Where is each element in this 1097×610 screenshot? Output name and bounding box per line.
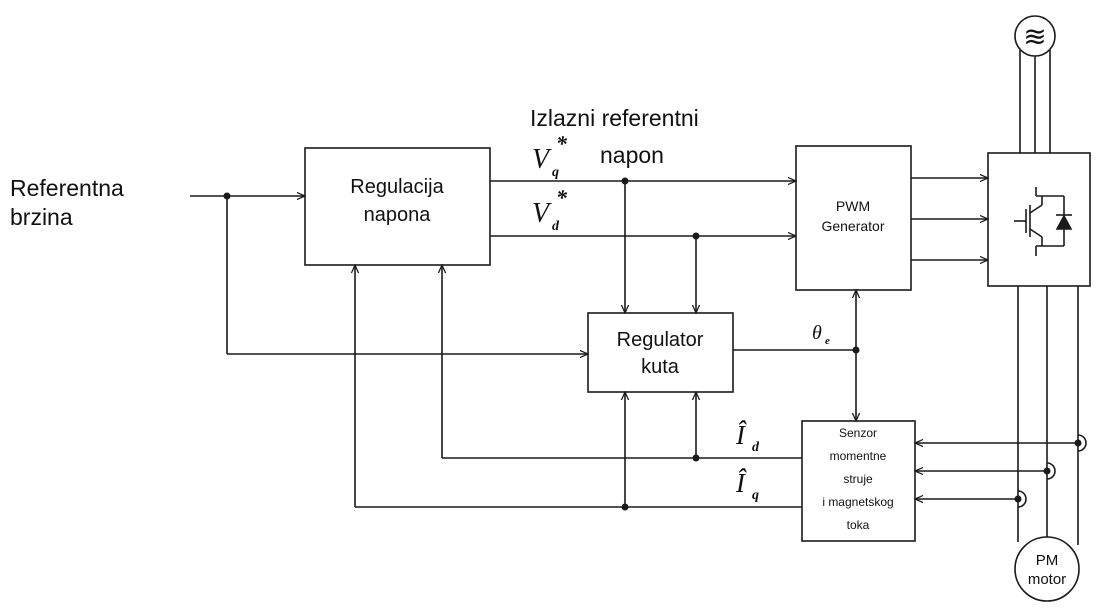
vd-signal-label: V d * [532, 185, 568, 234]
sensor-label-line1: Senzor [839, 426, 877, 440]
ac-source: ≋ [1014, 15, 1056, 57]
svg-text:Î: Î [735, 420, 747, 450]
output-reference-label-line2: napon [600, 142, 664, 168]
svg-text:e: e [825, 335, 830, 347]
svg-text:V: V [532, 144, 552, 175]
sensor-label-line2: momentne [830, 449, 887, 463]
pwm-label-line1: PWM [836, 198, 870, 214]
svg-text:*: * [556, 131, 568, 156]
svg-text:q: q [752, 488, 759, 503]
svg-text:*: * [556, 185, 568, 210]
sensor-label-line4: i magnetskog [822, 495, 893, 509]
voltage-regulation-label-line1: Regulacija [350, 176, 444, 198]
reference-speed-label-line1: Referentna [10, 175, 124, 201]
svg-text:d: d [752, 440, 760, 455]
svg-text:q: q [552, 165, 559, 180]
motor-label-line1: PM [1036, 552, 1059, 569]
ac-source-icon: ≋ [1023, 21, 1046, 52]
voltage-regulation-block [304, 147, 491, 266]
igbt-diode-icon [1014, 187, 1073, 256]
svg-text:d: d [552, 219, 560, 234]
pm-motor: PM motor [1014, 536, 1080, 602]
svg-text:θ: θ [812, 322, 822, 344]
theta-e-signal-label: θ e [812, 322, 830, 347]
id-signal-label: Î d [735, 420, 760, 455]
sensor-label-line5: toka [847, 518, 870, 532]
iq-signal-label: Î q [735, 468, 759, 503]
reference-speed-label-line2: brzina [10, 204, 73, 230]
angle-regulator-label-line1: Regulator [617, 329, 704, 351]
pwm-generator-block [795, 145, 912, 291]
inverter-block [987, 152, 1091, 287]
angle-regulator-label-line2: kuta [641, 356, 680, 378]
voltage-regulation-label-line2: napona [364, 204, 432, 226]
svg-text:V: V [532, 198, 552, 229]
vq-signal-label: V q * [532, 131, 568, 180]
svg-text:Î: Î [735, 468, 747, 498]
output-reference-label-line1: Izlazni referentni [530, 105, 699, 131]
pwm-label-line2: Generator [821, 218, 884, 234]
sensor-label-line3: struje [843, 472, 873, 486]
angle-regulator-block [587, 312, 734, 393]
motor-label-line2: motor [1028, 571, 1066, 588]
